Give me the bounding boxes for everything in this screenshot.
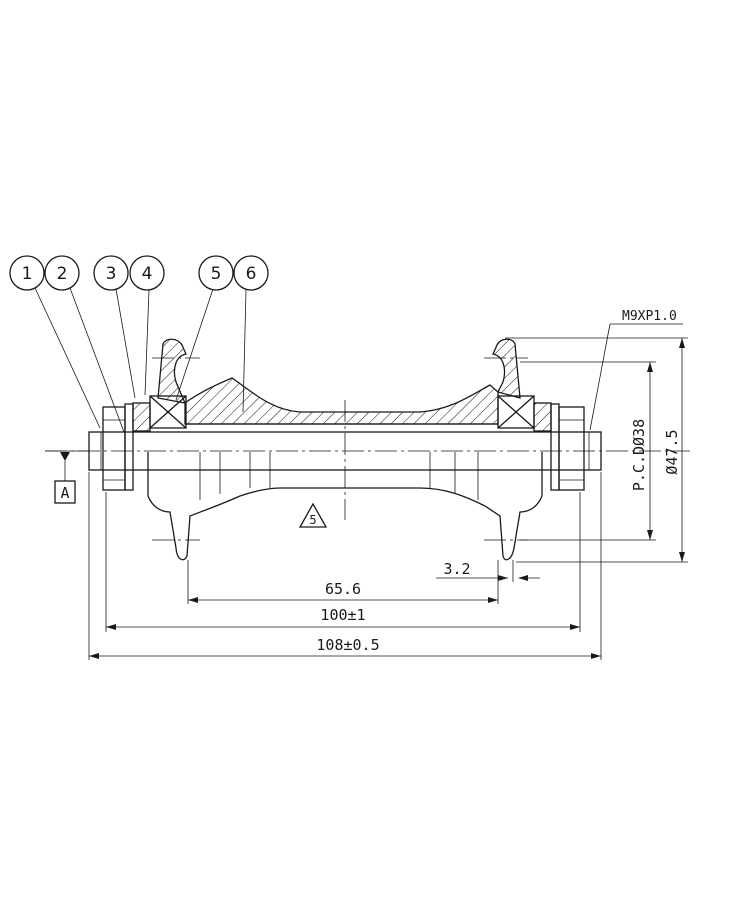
dim-flange-offset-text: 3.2 [443,560,470,578]
right-spacers [533,402,585,491]
leader-lines [34,287,683,433]
dim-flange-spacing: 65.6 [187,560,499,604]
dim-flange-diameter: Ø47.5 [505,337,688,563]
dim-pcd-text: P.C.DØ38 [630,419,648,491]
note-triangle: 5 [298,502,328,528]
balloon-3: 3 [93,255,129,291]
balloon-2-label: 2 [57,264,68,284]
datum-a-label: A [60,484,69,502]
balloon-6: 6 [233,255,269,291]
dim-flange-offset: 3.2 [436,560,540,582]
note-triangle-label: 5 [309,513,316,527]
balloon-5-label: 5 [211,264,222,284]
balloon-5: 5 [198,255,234,291]
balloon-1-label: 1 [22,264,33,284]
balloon-6-label: 6 [246,264,257,284]
dim-axle-length: 108±0.5 [88,472,602,660]
left-bearing [149,395,187,429]
datum-a: A [45,450,89,504]
balloon-4: 4 [129,255,165,291]
thread-spec-label: M9XP1.0 [622,309,677,324]
balloon-group: 1 2 3 4 5 6 [9,255,269,291]
hub-shell [147,338,543,561]
balloon-3-label: 3 [106,264,117,284]
dim-flange-diameter-text: Ø47.5 [663,429,681,474]
right-bearing [497,395,535,429]
dim-flange-spacing-text: 65.6 [325,580,361,598]
balloon-2: 2 [44,255,80,291]
flange-centerlines [152,357,528,541]
dim-axle-length-text: 108±0.5 [316,636,379,654]
left-spacers [102,402,151,491]
dim-locknut-width-text: 100±1 [320,606,365,624]
balloon-1: 1 [9,255,45,291]
dim-locknut-width: 100±1 [105,492,581,632]
dim-pcd: P.C.DØ38 [520,361,656,541]
balloon-4-label: 4 [142,264,153,284]
